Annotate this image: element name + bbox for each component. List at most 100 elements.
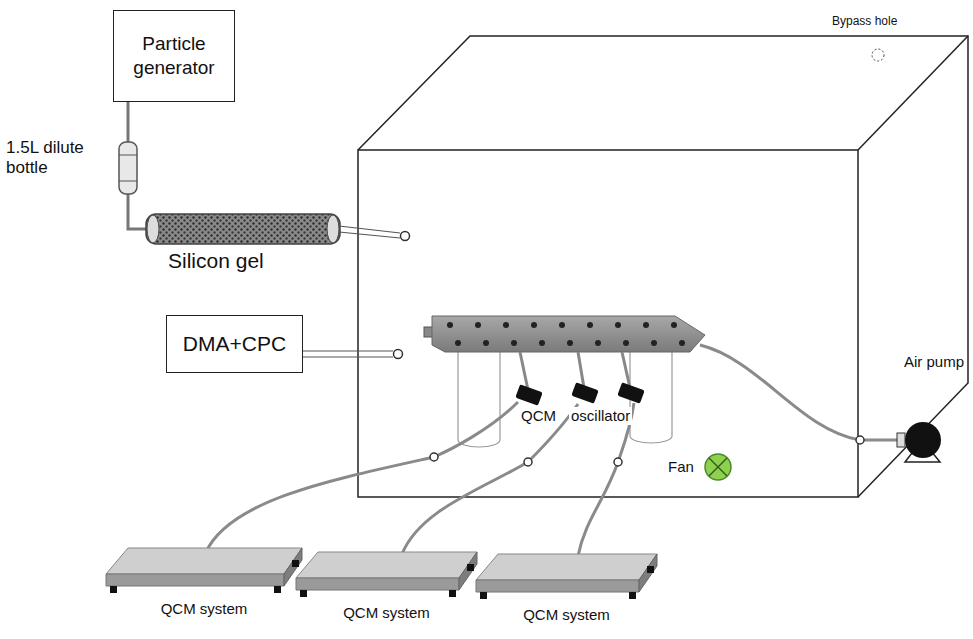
dilute-bottle	[119, 142, 137, 194]
tube	[127, 102, 130, 142]
feedthrough	[856, 436, 864, 444]
sensor-label: oscillator	[569, 407, 632, 425]
tube	[339, 232, 400, 238]
port	[401, 232, 410, 241]
pump-hose	[700, 345, 900, 440]
platform-foot	[274, 586, 281, 593]
fan-cross	[709, 458, 727, 476]
chamber	[358, 36, 968, 497]
tube	[303, 350, 393, 351]
platform-side	[639, 554, 657, 592]
stem	[622, 352, 630, 388]
stem	[578, 352, 584, 388]
platform-foot	[629, 592, 636, 599]
fan-body	[705, 454, 731, 480]
plate-hole	[623, 340, 629, 346]
platform-front	[296, 578, 459, 590]
platform-front	[476, 580, 639, 592]
hole-label: Bypass hole	[830, 14, 899, 28]
system-label: QCM system	[161, 600, 248, 619]
tube	[128, 194, 146, 229]
qcm-sensor	[571, 382, 598, 403]
qcm-sensors	[515, 382, 644, 405]
plate-hole	[455, 340, 461, 346]
system-label: QCM system	[343, 604, 430, 623]
platform-side	[459, 552, 477, 590]
platform-front	[106, 574, 284, 586]
plate-hole	[643, 322, 649, 328]
bottle-label: 1.5L dilute bottle	[4, 138, 108, 179]
generator-box: Particle generator	[113, 10, 235, 102]
box-label: Particle generator	[122, 32, 226, 80]
box-label: DMA+CPC	[183, 331, 286, 357]
silicon-gel-tube	[146, 214, 340, 244]
pump-inlet	[897, 433, 905, 447]
gel-label: Silicon gel	[166, 248, 266, 273]
fan-label: Fan	[666, 458, 696, 476]
plate-hole	[539, 340, 545, 346]
plate-hole	[651, 340, 657, 346]
inlet-tube	[339, 226, 400, 238]
plate-holes	[447, 322, 685, 346]
cable	[206, 402, 518, 552]
platform-foot	[292, 560, 299, 567]
plate-hole	[587, 322, 593, 328]
bottle-line	[119, 181, 137, 182]
fan-symbol	[705, 454, 731, 480]
tube	[303, 356, 393, 357]
platform-foot	[449, 590, 456, 597]
plate-hole	[447, 322, 453, 328]
tube	[339, 226, 400, 233]
plate-hole	[531, 322, 537, 328]
plate-hole	[567, 340, 573, 346]
plate-hole	[475, 322, 481, 328]
air-pump-symbol	[897, 422, 941, 462]
platform-shape	[474, 550, 659, 602]
plate-hole	[595, 340, 601, 346]
platform-foot	[480, 592, 487, 599]
feedthrough	[524, 458, 532, 466]
feedthroughs	[430, 436, 864, 466]
bottle-line	[119, 155, 137, 156]
platform-shape	[104, 544, 304, 596]
pump-label: Air pump	[902, 353, 966, 371]
system-label: QCM system	[523, 606, 610, 625]
cables	[206, 345, 900, 556]
plate-hole	[559, 322, 565, 328]
qcm-system: QCM system	[474, 550, 659, 625]
stem	[520, 352, 528, 390]
platform-top	[476, 554, 657, 580]
pump-body	[905, 422, 941, 458]
qcm-system: QCM system	[294, 548, 479, 623]
cable	[402, 404, 578, 554]
platform-foot	[647, 566, 654, 573]
platform-top	[106, 548, 302, 574]
sensor-stems	[520, 352, 630, 390]
feedthrough	[614, 458, 622, 466]
platform-foot	[110, 586, 117, 593]
fan-cross	[709, 458, 727, 476]
plate-hole	[511, 340, 517, 346]
sampling-tube	[303, 351, 393, 357]
plate-hole	[615, 322, 621, 328]
sensor-label: QCM	[519, 407, 558, 425]
platform-top	[296, 552, 477, 578]
perforated-plate	[432, 316, 705, 352]
instrument-box: DMA+CPC	[166, 315, 303, 373]
platform-shape	[294, 548, 479, 600]
plate-hole	[503, 322, 509, 328]
qcm-system: QCM system	[104, 544, 304, 619]
gel-end	[327, 215, 339, 243]
platform-foot	[300, 590, 307, 597]
qcm-sensor	[515, 384, 542, 405]
platform-foot	[467, 564, 474, 571]
chamber-front	[358, 150, 858, 497]
feedthrough	[430, 453, 438, 461]
gel-end	[147, 215, 159, 243]
bottle-body	[119, 142, 137, 194]
qcm-sensor	[617, 382, 644, 403]
chamber-edges	[358, 36, 968, 497]
plate-hole	[671, 322, 677, 328]
chamber-edge	[858, 36, 968, 150]
plate-hole	[483, 340, 489, 346]
